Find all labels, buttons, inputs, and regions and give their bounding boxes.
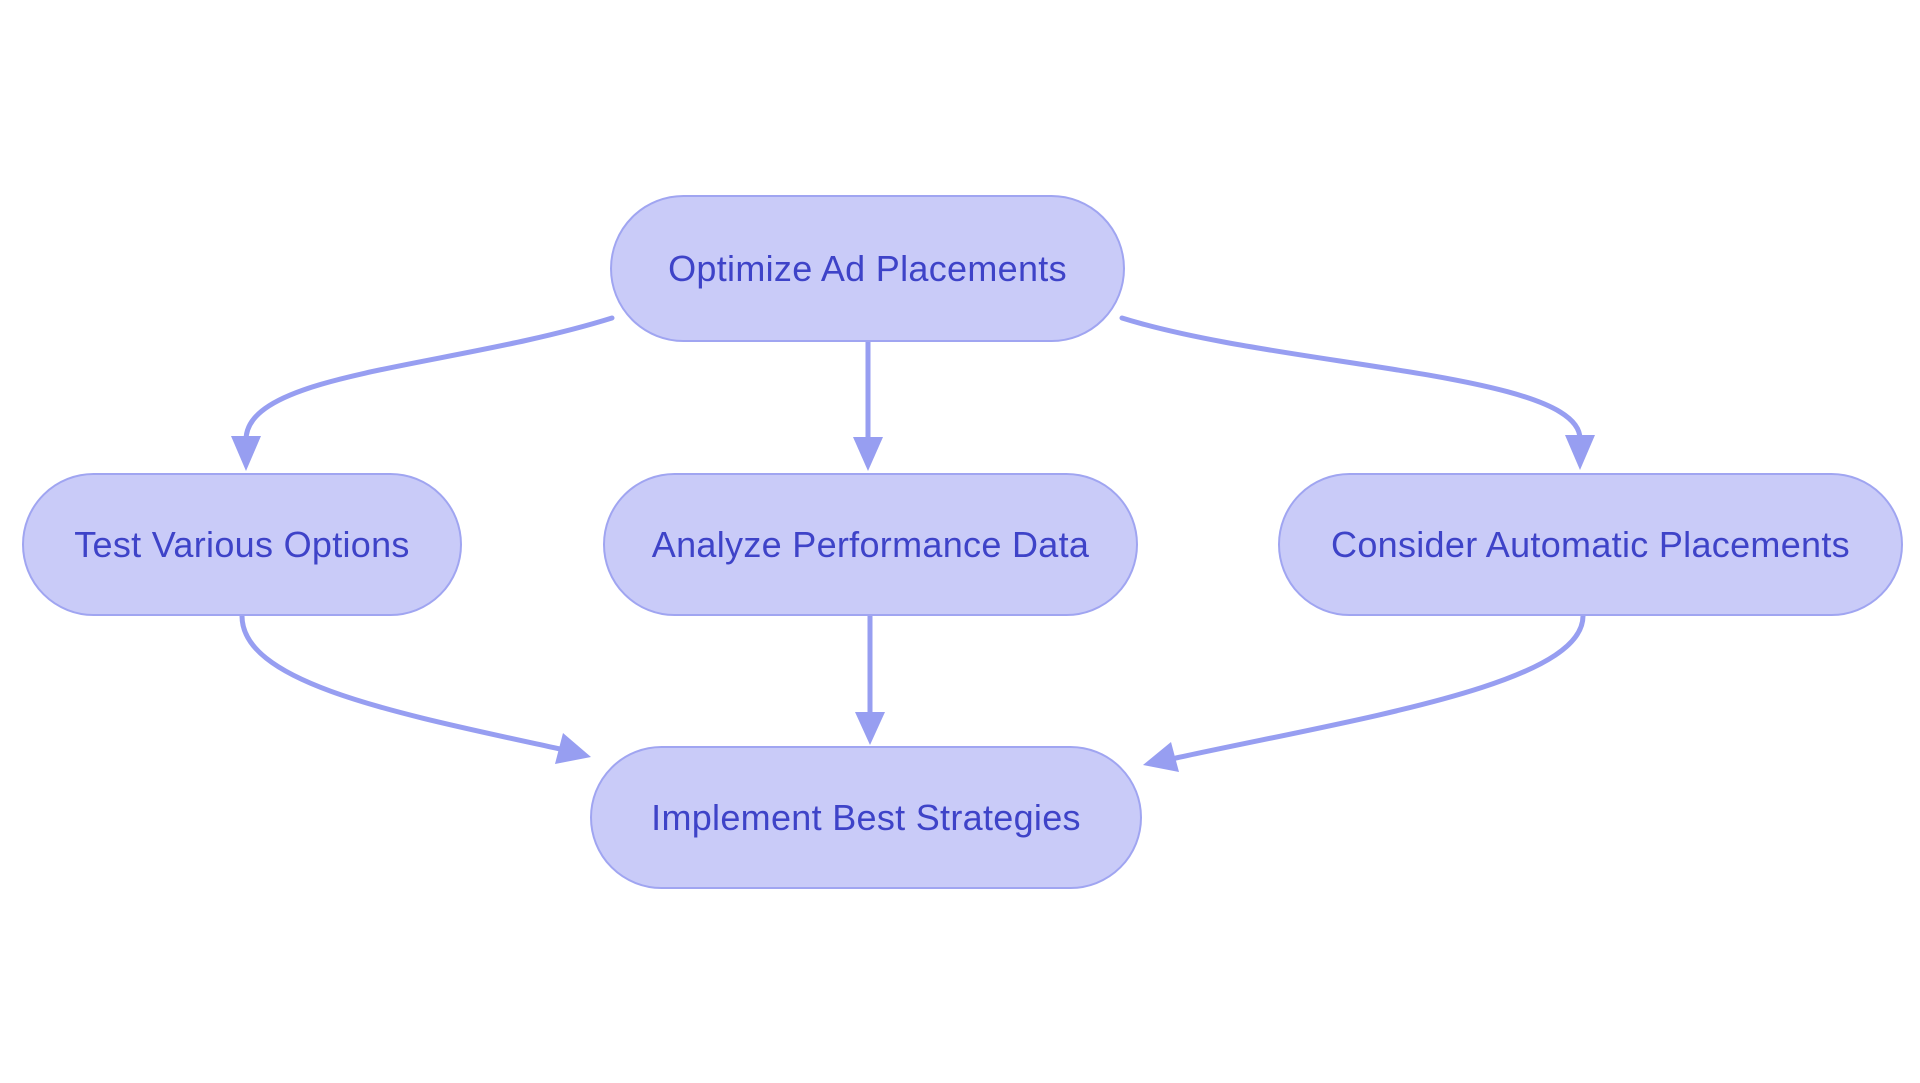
node-implement-best-strategies: Implement Best Strategies — [590, 746, 1142, 889]
node-label: Optimize Ad Placements — [668, 247, 1067, 289]
arrowhead-down-icon — [1565, 435, 1595, 470]
node-label: Consider Automatic Placements — [1331, 523, 1850, 565]
arrowhead-down-icon — [853, 437, 883, 471]
node-test-various-options: Test Various Options — [22, 473, 462, 616]
node-label: Analyze Performance Data — [651, 523, 1090, 565]
edge-optimize-to-consider — [1119, 315, 1595, 470]
node-analyze-performance-data: Analyze Performance Data — [603, 473, 1138, 616]
edge-test-to-implement — [239, 613, 591, 764]
edge-analyze-to-implement — [855, 613, 885, 745]
arrowhead-left-icon — [1143, 742, 1179, 772]
node-label: Test Various Options — [74, 523, 410, 565]
node-consider-automatic-placements: Consider Automatic Placements — [1278, 473, 1903, 616]
edge-consider-to-implement — [1143, 613, 1586, 772]
node-optimize-ad-placements: Optimize Ad Placements — [610, 195, 1125, 342]
arrowhead-down-icon — [231, 436, 261, 471]
node-label: Implement Best Strategies — [651, 796, 1081, 838]
arrowhead-right-icon — [555, 733, 591, 764]
arrowhead-down-icon — [855, 712, 885, 745]
edge-optimize-to-test — [231, 315, 615, 471]
edge-optimize-to-analyze — [853, 339, 883, 471]
